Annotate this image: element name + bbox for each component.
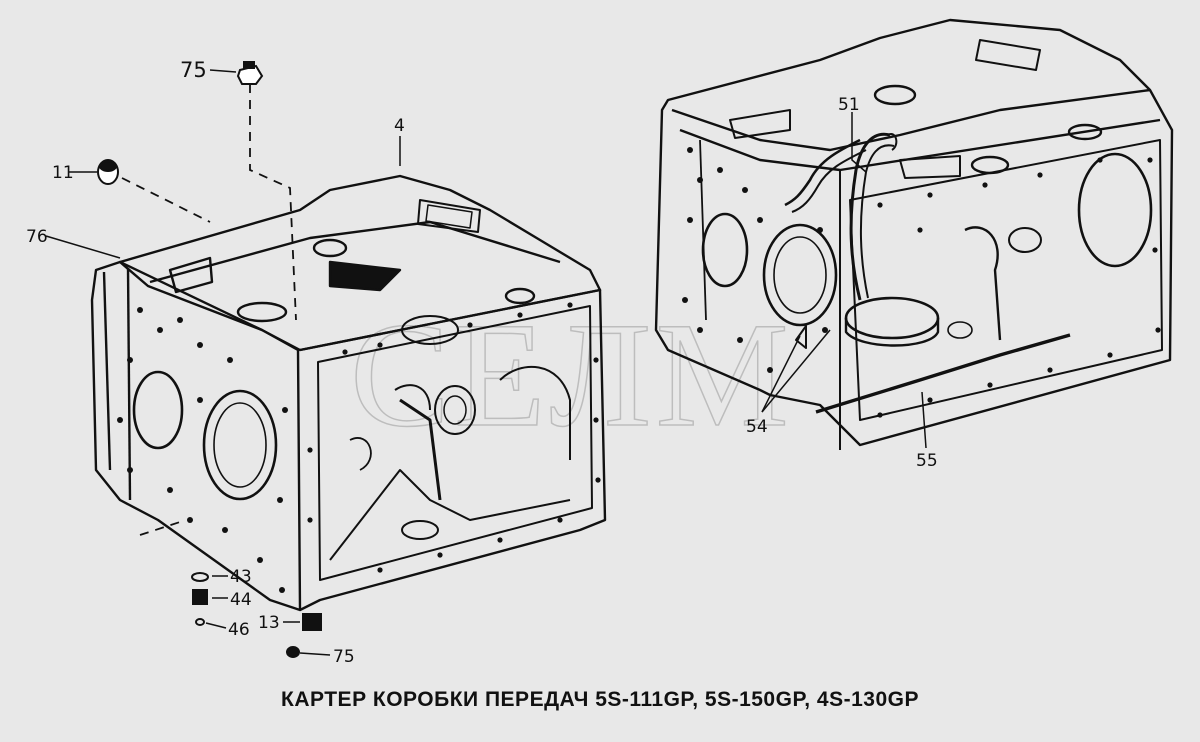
callout-43: 43 — [230, 567, 252, 587]
explode-lines-left — [121, 84, 297, 536]
callout-labels: 75 11 4 76 51 54 55 43 44 46 13 75 — [26, 58, 938, 667]
callout-75-top: 75 — [180, 58, 207, 82]
right-gearbox-housing — [654, 18, 1174, 450]
left-gearbox-housing — [90, 174, 607, 612]
callout-54: 54 — [746, 417, 768, 437]
callout-51: 51 — [838, 95, 860, 115]
callout-44: 44 — [230, 590, 252, 610]
callout-13: 13 — [258, 613, 280, 633]
callout-11: 11 — [52, 163, 74, 183]
callout-76: 76 — [26, 227, 48, 247]
callout-75-bottom: 75 — [333, 647, 355, 667]
callout-4: 4 — [394, 116, 405, 136]
diagram-caption: КАРТЕР КОРОБКИ ПЕРЕДАЧ 5S-111GP, 5S-150G… — [281, 688, 919, 711]
leader-lines — [45, 69, 927, 656]
callout-46: 46 — [228, 620, 250, 640]
callout-55: 55 — [916, 451, 938, 471]
loose-parts — [97, 61, 322, 658]
